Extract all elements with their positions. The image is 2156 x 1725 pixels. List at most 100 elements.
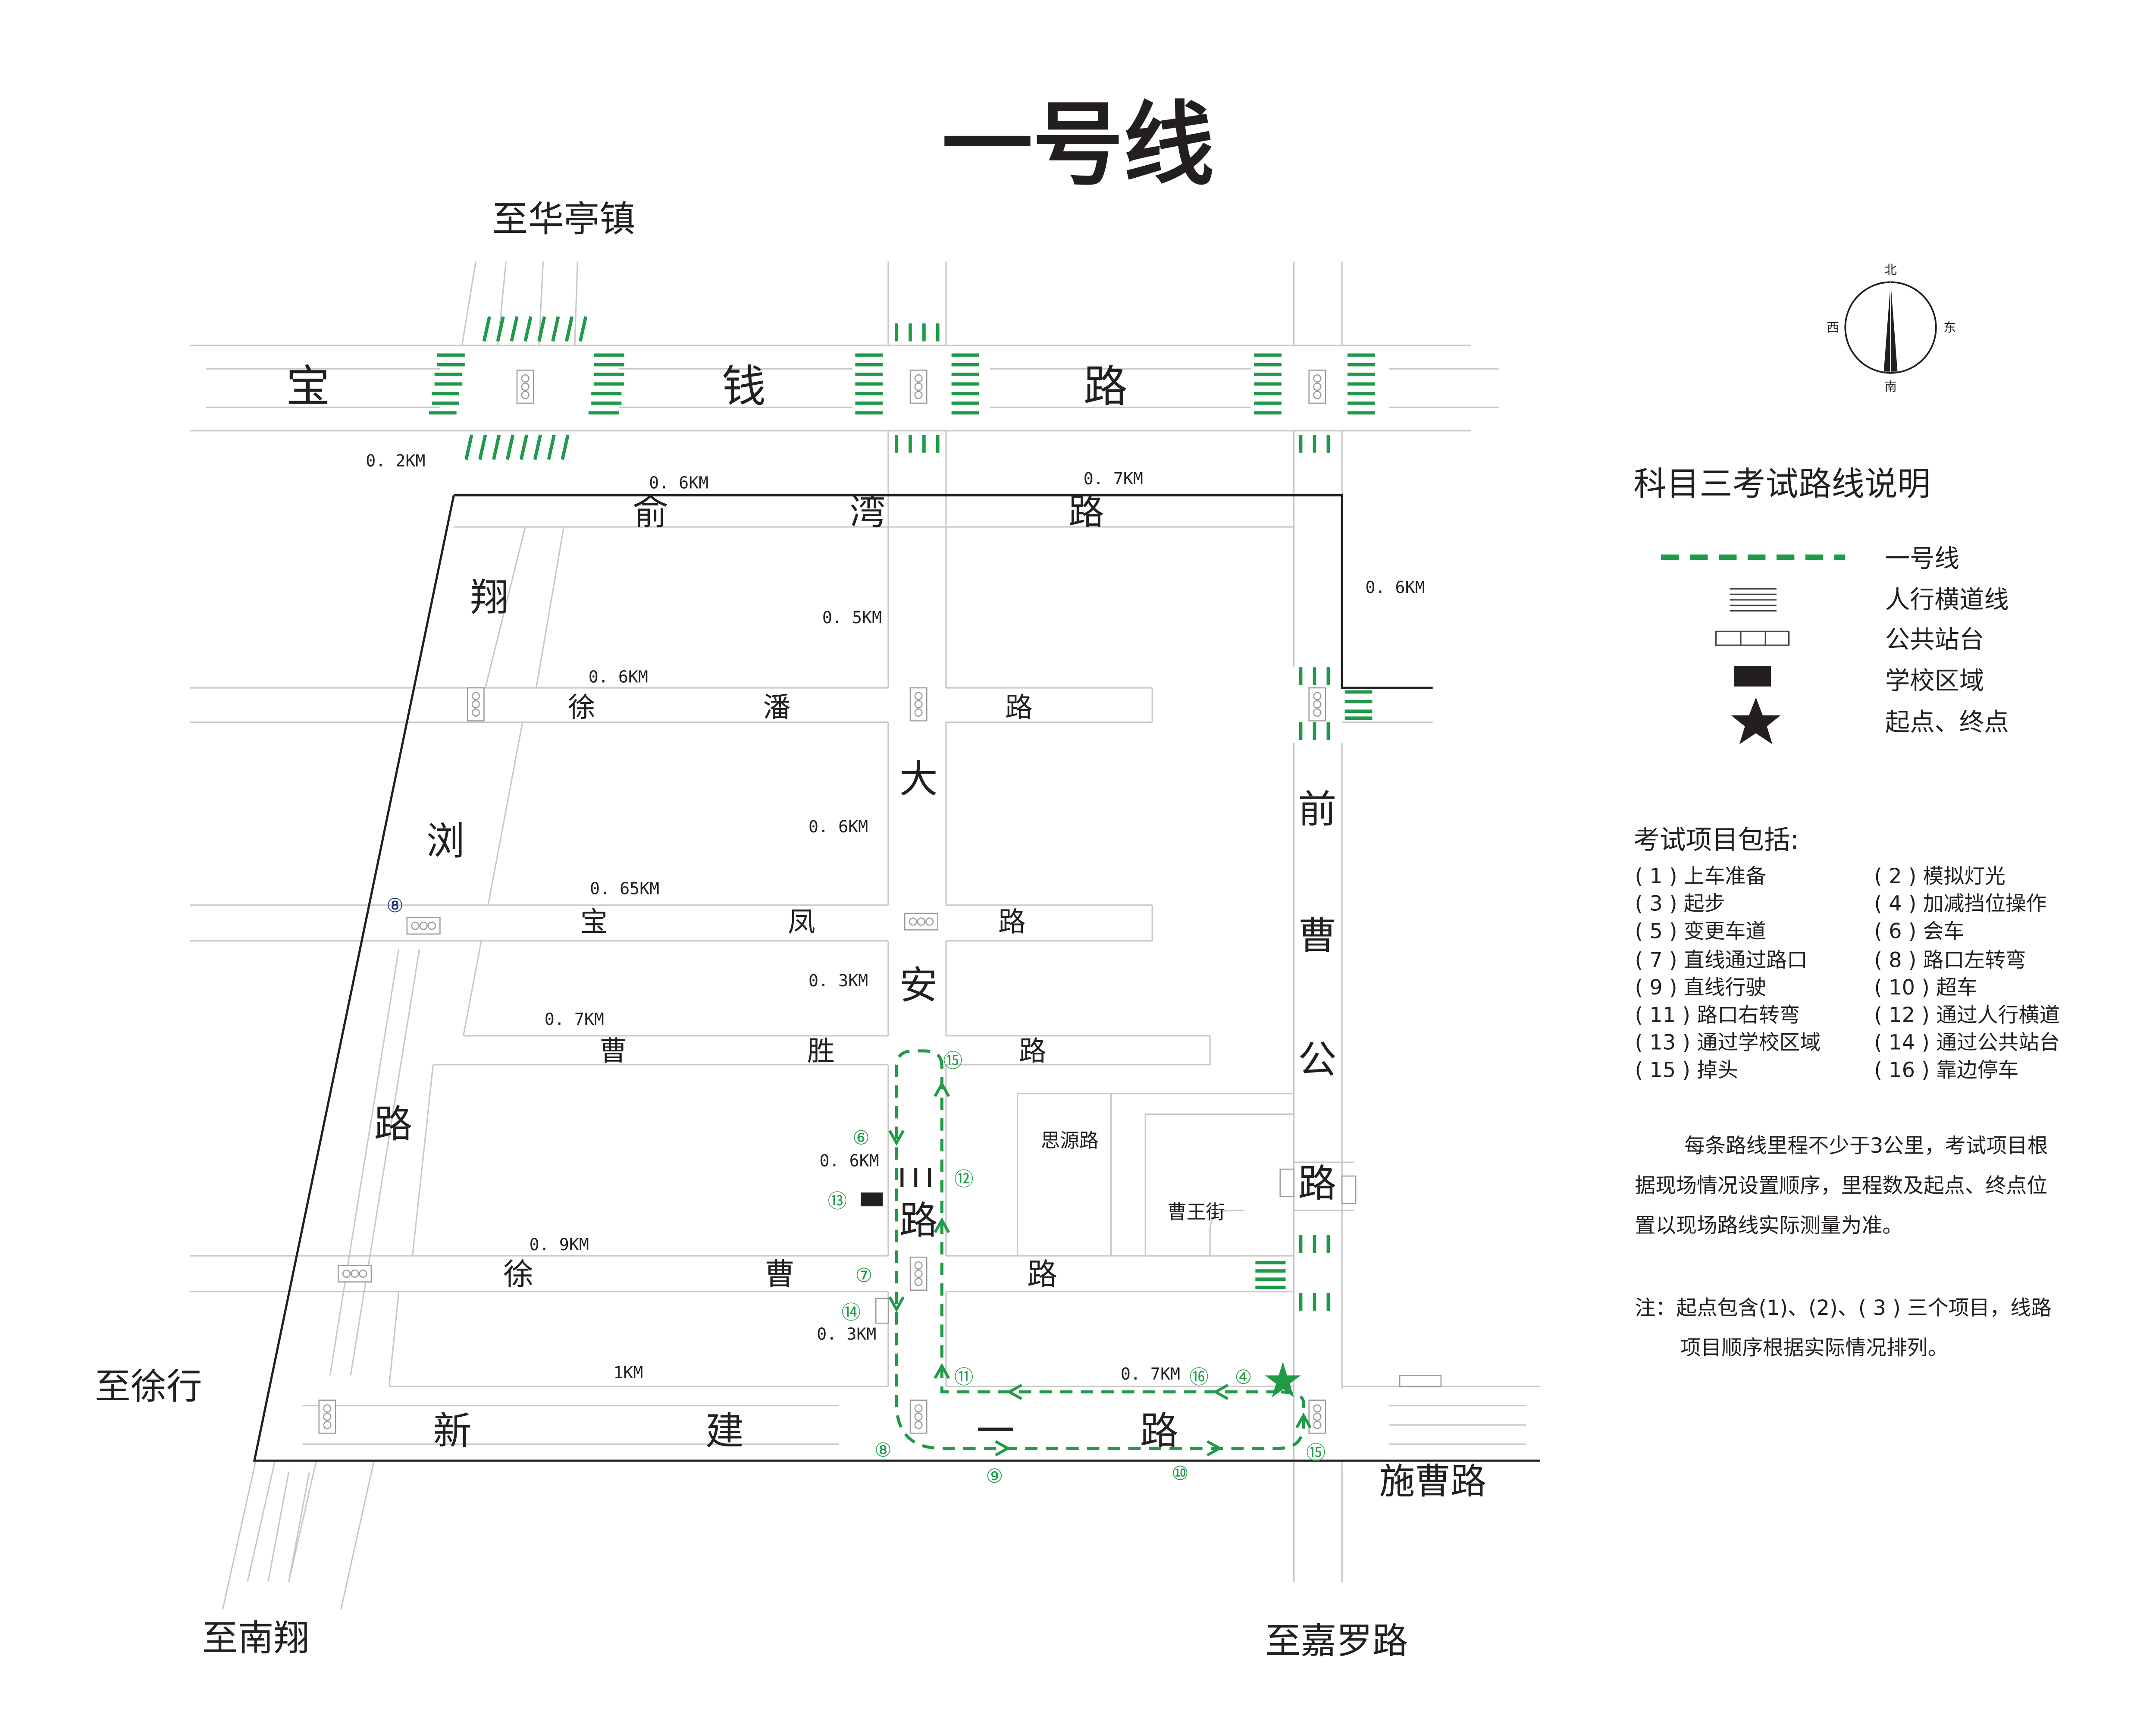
dest-north: 至华亭镇 bbox=[492, 198, 636, 240]
legend-item-label: 起点、终点 bbox=[1885, 708, 2009, 737]
exam-item: ( 8 ) 路口左转弯 bbox=[1874, 948, 2026, 972]
road-name-daan-2: 安 bbox=[899, 963, 937, 1008]
marker-9: ⑨ bbox=[986, 1465, 1003, 1487]
road-name-qiancao-4: 路 bbox=[1298, 1161, 1336, 1206]
road-name-yuwan-1: 俞 bbox=[633, 491, 668, 533]
legend-item-label: 一号线 bbox=[1885, 544, 1959, 573]
exam-item: ( 15 ) 掉头 bbox=[1635, 1058, 1738, 1082]
compass-east: 东 bbox=[1943, 320, 1956, 335]
exam-item: ( 3 ) 起步 bbox=[1635, 892, 1725, 916]
road-name-qiancao-1: 前 bbox=[1298, 787, 1336, 832]
distance-label: 0. 6KM bbox=[820, 1151, 879, 1171]
distance-label: 0. 9KM bbox=[530, 1235, 589, 1255]
exam-item: ( 11 ) 路口右转弯 bbox=[1635, 1004, 1800, 1027]
road-name-xinjianyi-2: 建 bbox=[705, 1409, 744, 1454]
crosswalk-qiancao-xucao bbox=[1255, 1235, 1330, 1311]
road-xucao bbox=[190, 1255, 1294, 1387]
exam-item: ( 6 ) 会车 bbox=[1874, 919, 1964, 943]
crosswalks bbox=[429, 316, 1375, 1311]
road-name-baoqian-2: 钱 bbox=[722, 361, 766, 413]
distance-label: 0. 3KM bbox=[808, 971, 868, 991]
dest-south: 至嘉罗路 bbox=[1265, 1620, 1408, 1662]
marker-15: ⑮ bbox=[943, 1050, 963, 1072]
compass-south: 南 bbox=[1884, 379, 1897, 394]
dest-south-east: 施曹路 bbox=[1379, 1461, 1486, 1502]
road-baoqian bbox=[190, 345, 1499, 432]
star-icon bbox=[1265, 1361, 1301, 1398]
route-line-1 bbox=[895, 1049, 1305, 1450]
dest-south-west: 至南翔 bbox=[202, 1617, 310, 1659]
road-name-xucao-1: 徐 bbox=[503, 1257, 533, 1292]
marker-16: ⑯ bbox=[1189, 1366, 1209, 1389]
legend: 科目三考试路线说明 一号线 人行横道线 公共站台 学校区域 起点、终点 bbox=[1633, 465, 2009, 744]
road-name-qiancao-2: 曹 bbox=[1298, 914, 1336, 959]
road-name-xinjianyi-3: 一 bbox=[976, 1409, 1015, 1454]
marker-13: ⑬ bbox=[828, 1190, 847, 1212]
road-xinjianyi bbox=[302, 1386, 1540, 1445]
compass: 北 南 西 东 bbox=[1827, 262, 1956, 394]
route-markers: ④ ⑥ ⑦ ⑧ ⑧ ⑨ ⑩ ⑪ ⑫ ⑬ ⑭ ⑮ ⑮ ⑯ bbox=[386, 894, 1326, 1487]
marker-7: ⑦ bbox=[855, 1264, 872, 1287]
road-network bbox=[190, 261, 1540, 1609]
exam-item: ( 2 ) 模拟灯光 bbox=[1874, 865, 2006, 888]
crosswalk-icon bbox=[1730, 588, 1777, 612]
marker-10: ⑩ bbox=[1172, 1462, 1189, 1485]
distance-label: 0. 6KM bbox=[1365, 578, 1425, 597]
bus-stops bbox=[875, 1168, 1442, 1387]
distance-label: 0. 7KM bbox=[1121, 1364, 1180, 1384]
distance-label: 0. 65KM bbox=[590, 879, 659, 898]
school-zone-icon bbox=[1734, 666, 1771, 687]
road-name-caosheng-2: 胜 bbox=[807, 1035, 835, 1067]
distance-label: 0. 6KM bbox=[649, 474, 708, 493]
road-name-qiancao-3: 公 bbox=[1298, 1038, 1336, 1082]
road-north-stubs bbox=[461, 261, 1343, 346]
exam-item: ( 5 ) 变更车道 bbox=[1635, 919, 1766, 943]
road-name-caosheng-3: 路 bbox=[1019, 1035, 1047, 1067]
exam-item: ( 10 ) 超车 bbox=[1874, 976, 1977, 1000]
road-name-daan-1: 大 bbox=[899, 757, 937, 802]
road-name-labels: 宝 钱 路 俞 湾 路 徐 潘 路 宝 凤 路 曹 胜 路 徐 曹 路 新 建 … bbox=[286, 361, 1336, 1454]
compass-west: 西 bbox=[1827, 320, 1839, 335]
compass-north: 北 bbox=[1884, 262, 1897, 277]
road-name-baofeng-2: 凤 bbox=[788, 906, 815, 938]
road-name-yuwan-3: 路 bbox=[1069, 491, 1104, 533]
road-name-daan-3: 路 bbox=[899, 1198, 937, 1243]
crosswalk-qiancao-xupan bbox=[1299, 667, 1373, 740]
exam-items-title: 考试项目包括: bbox=[1633, 825, 1799, 855]
exam-items: 考试项目包括: ( 1 ) 上车准备 ( 3 ) 起步 ( 5 ) 变更车道 (… bbox=[1633, 825, 2060, 1082]
marker-11: ⑪ bbox=[954, 1366, 974, 1389]
exam-item: ( 1 ) 上车准备 bbox=[1635, 865, 1766, 888]
page-title: 一号线 bbox=[942, 92, 1214, 198]
marker-8-west: ⑧ bbox=[386, 894, 404, 917]
distance-label: 1KM bbox=[613, 1363, 643, 1383]
distance-label: 0. 6KM bbox=[589, 667, 648, 687]
road-name-xucao-3: 路 bbox=[1027, 1257, 1057, 1292]
crosswalk-baoqian-m bbox=[855, 323, 979, 453]
road-name-baoqian-3: 路 bbox=[1084, 361, 1128, 413]
distance-label: 0. 5KM bbox=[822, 608, 882, 627]
crosswalk-baoqian-e bbox=[1254, 353, 1375, 453]
distance-label: 0. 7KM bbox=[545, 1010, 604, 1029]
school-zone-icon bbox=[861, 1192, 883, 1207]
road-name-yuwan-2: 湾 bbox=[850, 491, 886, 533]
road-name-xiangliu-3: 路 bbox=[374, 1102, 412, 1147]
route-arrows bbox=[888, 1081, 1312, 1457]
road-name-xucao-2: 曹 bbox=[765, 1257, 795, 1292]
legend-title: 科目三考试路线说明 bbox=[1633, 465, 1930, 504]
road-name-baoqian-1: 宝 bbox=[286, 361, 330, 413]
bus-stop-icon bbox=[1715, 630, 1790, 646]
road-yuwan bbox=[454, 430, 1343, 688]
marker-14: ⑭ bbox=[842, 1302, 861, 1324]
road-xiangliu-lanes bbox=[267, 949, 420, 1582]
boundary-road bbox=[253, 494, 1540, 1462]
road-name-xiangliu-1: 翔 bbox=[470, 575, 509, 620]
note-line: 注：起点包含(1)、(2)、( 3 ) 三个项目，线路 bbox=[1635, 1296, 2051, 1320]
distance-label: 0. 2KM bbox=[366, 452, 425, 471]
exam-item: ( 16 ) 靠边停车 bbox=[1874, 1058, 2018, 1082]
legend-item-label: 学校区域 bbox=[1885, 666, 1984, 695]
note-paragraph-line: 据现场情况设置顺序，里程数及起点、终点位 bbox=[1635, 1174, 2047, 1198]
road-baofeng bbox=[190, 904, 1153, 1036]
note-paragraph-line: 每条路线里程不少于3公里，考试项目根 bbox=[1684, 1134, 2048, 1158]
road-xupan bbox=[190, 687, 1433, 906]
